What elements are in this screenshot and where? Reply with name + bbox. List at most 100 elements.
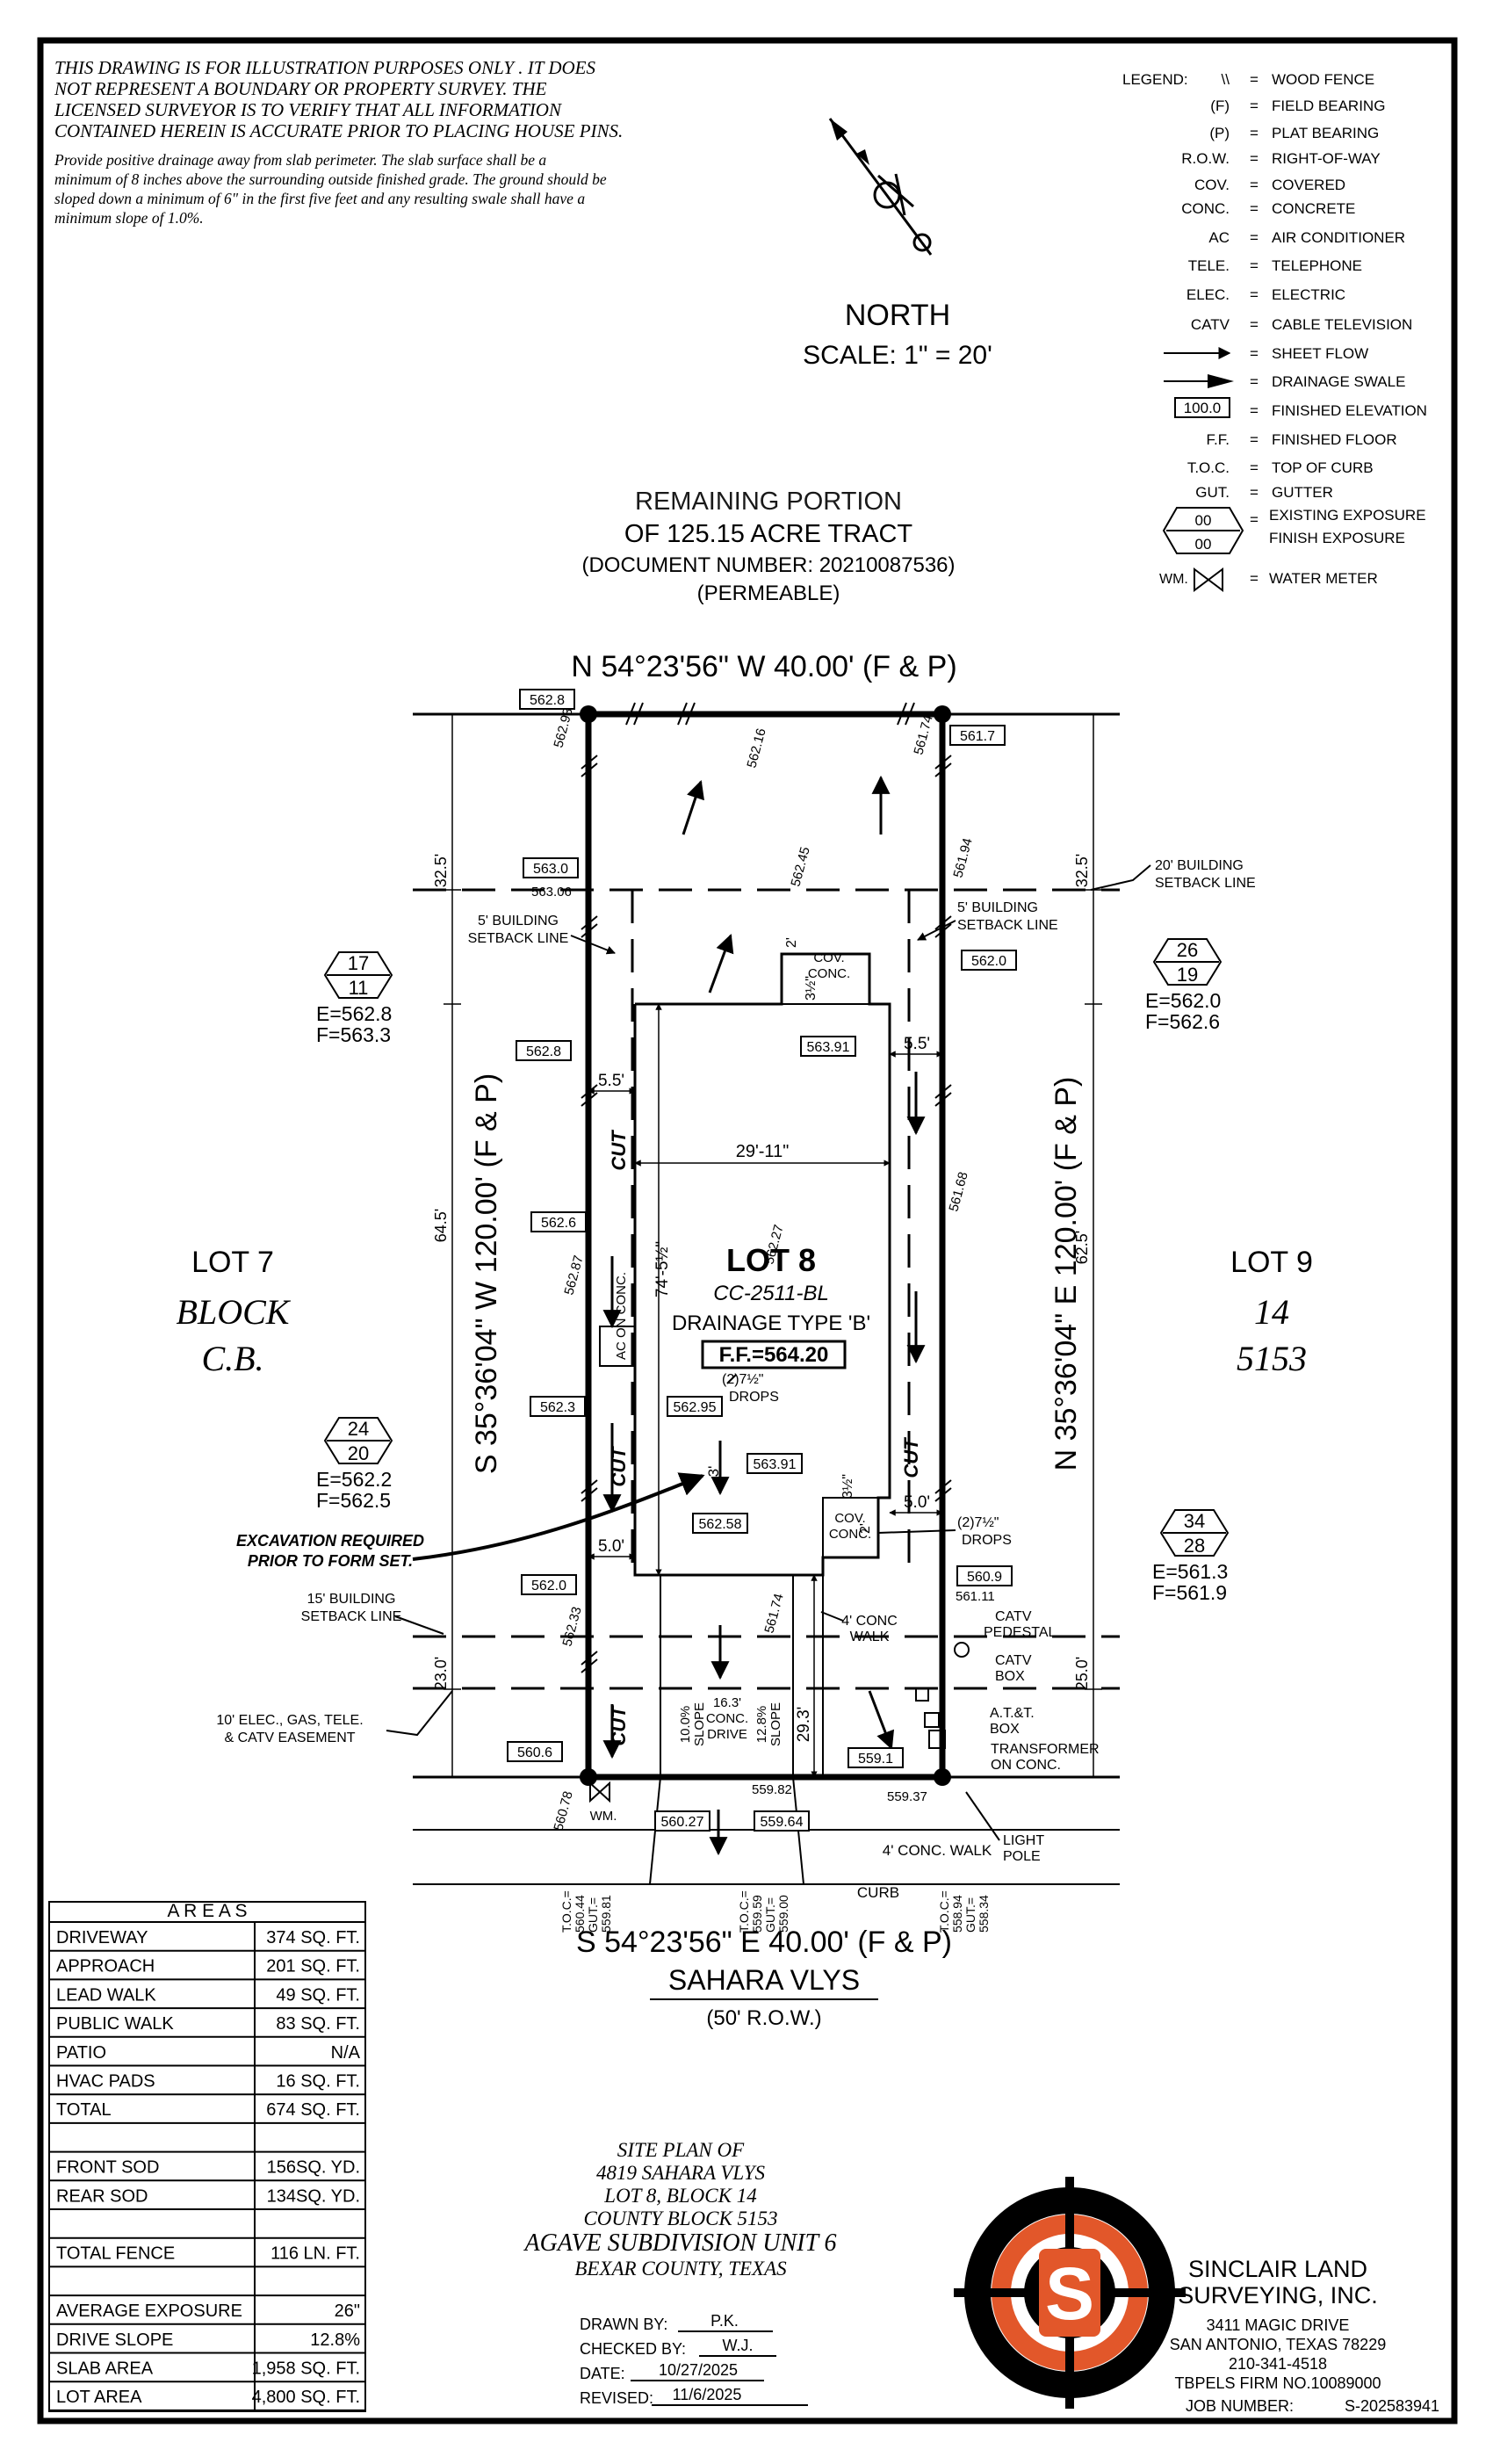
svg-text:(2)7½": (2)7½"	[957, 1515, 999, 1530]
svg-text:558.34: 558.34	[977, 1895, 991, 1933]
svg-text:201 SQ. FT.: 201 SQ. FT.	[266, 1957, 360, 1976]
svg-text:DRIVEWAY: DRIVEWAY	[56, 1928, 148, 1947]
svg-text:FRONT SOD: FRONT SOD	[56, 2158, 159, 2178]
svg-text:DRAINAGE TYPE 'B': DRAINAGE TYPE 'B'	[672, 1311, 870, 1335]
svg-text:CATV: CATV	[995, 1653, 1032, 1668]
legend-row: =DRAINAGE SWALE	[1164, 373, 1405, 390]
svg-text:563.0: 563.0	[533, 862, 568, 877]
svg-text:DATE:: DATE:	[580, 2365, 625, 2382]
svg-text:CUT: CUT	[608, 1705, 630, 1746]
svg-text:AVERAGE EXPOSURE: AVERAGE EXPOSURE	[56, 2301, 242, 2321]
svg-text:156SQ. YD.: 156SQ. YD.	[267, 2158, 360, 2178]
svg-text:83 SQ. FT.: 83 SQ. FT.	[276, 2014, 360, 2034]
svg-text:LOT AREA: LOT AREA	[56, 2388, 142, 2407]
svg-text:F=563.3: F=563.3	[316, 1023, 391, 1046]
svg-text:26: 26	[1177, 939, 1198, 961]
svg-text:=: =	[1250, 177, 1259, 193]
legend-text: PLAT BEARING	[1272, 125, 1379, 141]
svg-text:560.6: 560.6	[517, 1745, 552, 1760]
svg-text:562.0: 562.0	[971, 954, 1006, 969]
legend-row: ELEC.=ELECTRIC	[1186, 286, 1345, 303]
svg-text:P.K.: P.K.	[710, 2312, 739, 2330]
svg-text:DROPS: DROPS	[729, 1390, 779, 1405]
svg-text:(DOCUMENT NUMBER: 20210087536): (DOCUMENT NUMBER: 20210087536)	[581, 553, 955, 577]
svg-text:LOT 7: LOT 7	[191, 1246, 274, 1279]
svg-text:374 SQ. FT.: 374 SQ. FT.	[266, 1928, 360, 1947]
legend-row: CONC.=CONCRETE	[1181, 200, 1355, 217]
svg-text:1,958 SQ. FT.: 1,958 SQ. FT.	[252, 2359, 360, 2379]
svg-text:562.45: 562.45	[788, 845, 812, 888]
svg-text:563.06: 563.06	[531, 885, 572, 900]
annotations: 20' BUILDING SETBACK LINE 5' BUILDING SE…	[216, 858, 1255, 1933]
svg-text:3½": 3½"	[804, 976, 819, 1001]
legend-symbol: T.O.C.	[1187, 459, 1230, 476]
legend-symbol: GUT.	[1195, 484, 1230, 501]
svg-text:2': 2'	[784, 937, 799, 948]
south-bearing: S 54°23'56" E 40.00' (F & P)	[576, 1926, 952, 1959]
svg-text:& CATV EASEMENT: & CATV EASEMENT	[224, 1731, 355, 1745]
svg-text:=: =	[1250, 98, 1259, 114]
svg-text:F=562.5: F=562.5	[316, 1489, 391, 1512]
legend-symbol: R.O.W.	[1181, 150, 1230, 167]
svg-text:563.91: 563.91	[807, 1040, 850, 1055]
svg-text:562.3: 562.3	[540, 1400, 575, 1415]
spot-grade: 562.87	[561, 1254, 586, 1297]
north-label: NORTH	[845, 299, 950, 332]
spot-grade: 561.94	[950, 836, 975, 879]
legend-row: (F)=FIELD BEARING	[1210, 98, 1385, 114]
svg-text:SETBACK LINE: SETBACK LINE	[468, 931, 569, 946]
svg-text:562.8: 562.8	[530, 693, 565, 708]
excavation-note: EXCAVATION REQUIRED	[236, 1532, 424, 1550]
svg-text:LOT 8: LOT 8	[726, 1242, 816, 1278]
svg-text:LOT 8, BLOCK 14: LOT 8, BLOCK 14	[603, 2185, 756, 2207]
legend-row: GUT.=GUTTER	[1195, 484, 1333, 501]
svg-text:C.B.: C.B.	[201, 1339, 263, 1378]
svg-text:CONC.: CONC.	[706, 1711, 748, 1726]
svg-text:10.0%: 10.0%	[678, 1706, 693, 1744]
svg-text:DRAWN BY:: DRAWN BY:	[580, 2316, 667, 2333]
svg-text:CATV: CATV	[995, 1609, 1032, 1624]
svg-text:4' CONC: 4' CONC	[841, 1614, 898, 1629]
elevation-box: 559.1	[847, 1747, 904, 1768]
legend-row: 100.0=FINISHED ELEVATION	[1174, 397, 1427, 419]
legend-symbol: COV.	[1194, 177, 1230, 193]
svg-text:minimum slope of 1.0%.: minimum slope of 1.0%.	[54, 209, 204, 227]
svg-text:32.5': 32.5'	[432, 854, 450, 887]
legend-text: FIELD BEARING	[1272, 98, 1385, 114]
svg-text:(2)7½": (2)7½"	[722, 1372, 763, 1387]
svg-text:5.0': 5.0'	[904, 1493, 930, 1512]
legend-text: CABLE TELEVISION	[1272, 316, 1412, 333]
svg-text:BOX: BOX	[990, 1722, 1020, 1737]
svg-text:GUT.=: GUT.=	[763, 1897, 777, 1933]
svg-text:F=561.9: F=561.9	[1152, 1581, 1227, 1604]
conc-walk-label: 4' CONC. WALK	[883, 1842, 992, 1859]
legend-row: T.O.C.=TOP OF CURB	[1187, 459, 1374, 476]
elevation-box: 560.9	[956, 1565, 1013, 1586]
slab-width: 29'-11"	[736, 1142, 790, 1161]
svg-text:COV.: COV.	[834, 1511, 865, 1526]
svg-text:560.9: 560.9	[967, 1570, 1002, 1585]
elevation-box: 562.58	[692, 1513, 748, 1534]
elevation-box: 563.91	[800, 1036, 856, 1057]
svg-text:Provide positive drainage away: Provide positive drainage away from slab…	[54, 151, 546, 169]
svg-text:NOT REPRESENT A BOUNDARY OR PR: NOT REPRESENT A BOUNDARY OR PROPERTY SUR…	[54, 78, 547, 99]
svg-text:LEAD WALK: LEAD WALK	[56, 1985, 156, 2005]
legend-text: RIGHT-OF-WAY	[1272, 150, 1381, 167]
areas-title: A R E A S	[167, 1901, 247, 1921]
svg-text:5' BUILDING: 5' BUILDING	[957, 900, 1038, 915]
svg-text:559.64: 559.64	[761, 1815, 804, 1830]
dimension-lines	[444, 713, 1102, 1778]
svg-text:12.8%: 12.8%	[310, 2330, 360, 2350]
svg-text:134SQ. YD.: 134SQ. YD.	[267, 2186, 360, 2206]
svg-text:N/A: N/A	[331, 2043, 361, 2063]
svg-text:SURVEYING, INC.: SURVEYING, INC.	[1178, 2282, 1378, 2309]
svg-text:WM.: WM.	[590, 1809, 617, 1824]
elevation-box: 562.3	[530, 1396, 586, 1417]
svg-text:GUT.=: GUT.=	[963, 1897, 977, 1933]
